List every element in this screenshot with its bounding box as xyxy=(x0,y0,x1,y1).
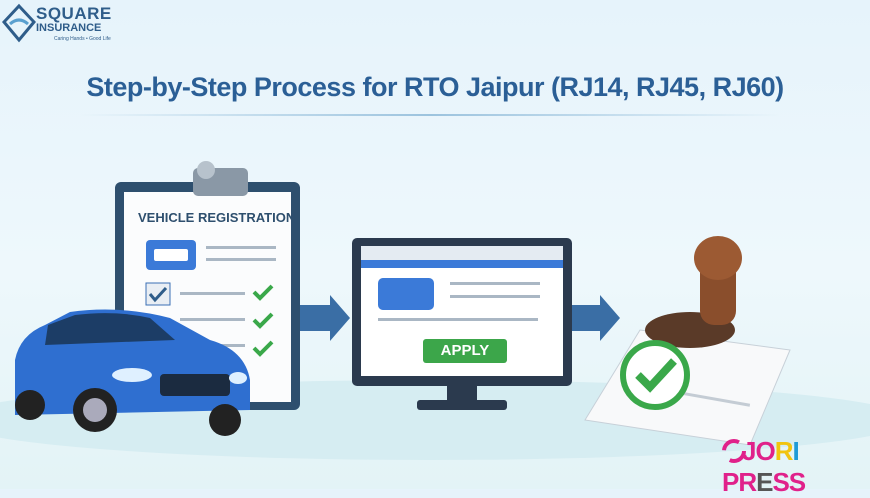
logo-tagline: Caring Hands • Good Life xyxy=(54,36,111,42)
square-insurance-logo: SQUARE INSURANCE Caring Hands • Good Lif… xyxy=(1,2,122,46)
blue-car-illustration xyxy=(15,309,250,436)
logo-line1: SQUARE xyxy=(36,4,112,23)
arrow-right-icon xyxy=(300,295,350,341)
monitor-illustration xyxy=(352,238,572,410)
apply-button: APPLY xyxy=(423,339,507,363)
jori-press-logo-icon xyxy=(722,439,746,463)
logo-line2: INSURANCE xyxy=(36,22,102,34)
clipboard-heading: VEHICLE REGISTRATION xyxy=(138,210,296,225)
diamond-logo-icon xyxy=(1,3,37,43)
title-underline xyxy=(80,114,780,116)
page-title: Step-by-Step Process for RTO Jaipur (RJ1… xyxy=(86,72,784,102)
stamp-document-illustration xyxy=(584,236,791,446)
arrow-right-icon xyxy=(570,295,620,341)
